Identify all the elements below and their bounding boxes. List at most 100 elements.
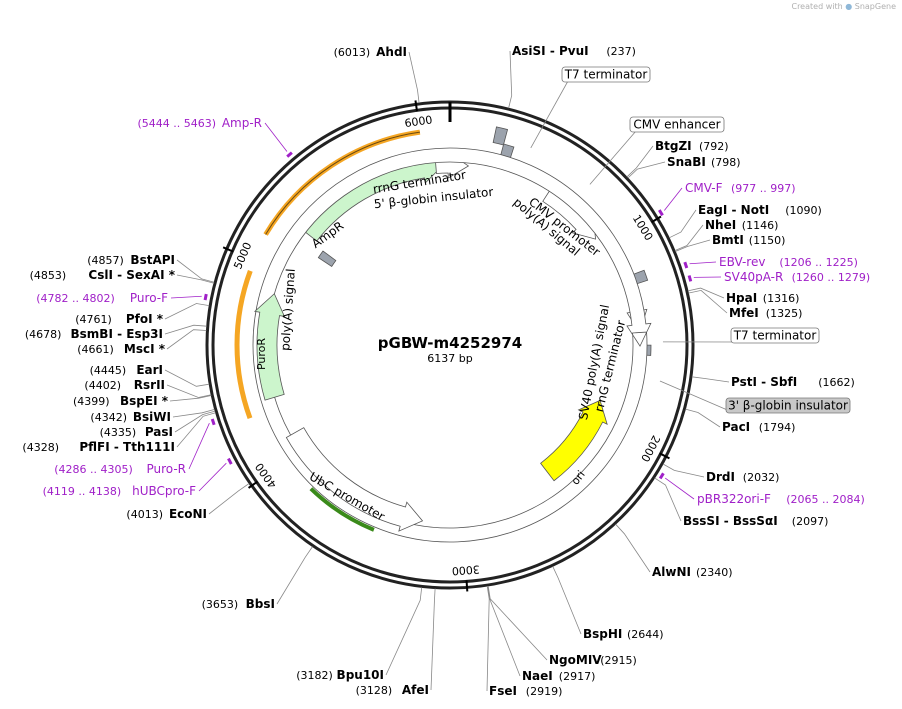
- restriction-site[interactable]: MfeI (1325): [729, 306, 802, 320]
- feature-box-label[interactable]: 3' β-globin insulator: [725, 397, 851, 414]
- restriction-site[interactable]: SnaBI(798): [667, 155, 741, 169]
- site-leader-line: [208, 483, 250, 515]
- site-leader-line: [172, 409, 215, 418]
- site-leader-line: [688, 289, 728, 314]
- restriction-site[interactable]: AlwNI(2340): [652, 565, 733, 579]
- restriction-site[interactable]: BtgZI(792): [655, 139, 729, 153]
- site-position: (2915): [600, 654, 637, 667]
- restriction-site[interactable]: PflFI - Tth111I(4328): [22, 440, 175, 454]
- restriction-site[interactable]: AsiSI - PvuI(237): [512, 44, 636, 58]
- site-leader-line: [687, 287, 725, 299]
- restriction-site[interactable]: BstAPI(4857): [87, 253, 175, 267]
- label-box: [629, 116, 725, 133]
- site-leader-line: [487, 585, 548, 661]
- ubc-promoter-band: [285, 427, 424, 532]
- restriction-site[interactable]: EagI - NotI(1090): [698, 203, 822, 217]
- restriction-site[interactable]: RsrII(4402): [84, 378, 165, 392]
- primer-mark: [658, 209, 664, 217]
- primer[interactable]: Puro-R(4286 .. 4305): [54, 462, 186, 476]
- restriction-site[interactable]: BsiWI(4342): [90, 410, 171, 424]
- site-name: BmtI: [712, 233, 744, 247]
- primer[interactable]: pBR322ori-F(2065 .. 2084): [697, 492, 865, 506]
- feature-box-label[interactable]: T7 terminator: [561, 66, 651, 83]
- restriction-site[interactable]: EarI(4445): [90, 363, 163, 377]
- site-leader-line: [166, 329, 207, 350]
- tick-label: 1000: [630, 212, 656, 243]
- restriction-site[interactable]: NgoMIV(2915): [549, 653, 637, 667]
- site-name: Bpu10I: [337, 668, 384, 682]
- site-name: AfeI: [402, 683, 429, 697]
- site-leader-line: [169, 395, 212, 402]
- primer-mark: [286, 151, 293, 158]
- site-position: (1325): [766, 307, 803, 320]
- restriction-site[interactable]: NheI(1146): [705, 218, 778, 232]
- snapgene-logo-icon: ●: [845, 2, 853, 11]
- restriction-site[interactable]: PfoI *(4761): [75, 312, 163, 326]
- site-leader-line: [486, 586, 490, 692]
- tick-mark: [651, 215, 662, 224]
- site-position: (4335): [100, 426, 137, 439]
- feature-box-label[interactable]: T7 terminator: [730, 327, 820, 344]
- restriction-site[interactable]: BspEI *(4399): [73, 394, 169, 408]
- restriction-site[interactable]: MscI *(4661): [77, 342, 165, 356]
- snapgene-credit: Created with ● SnapGene: [791, 2, 896, 11]
- primer-range: (977 .. 997): [731, 182, 796, 195]
- primer-leader: [664, 187, 683, 211]
- gray-box-1: [492, 126, 509, 146]
- restriction-site[interactable]: BmtI(1150): [712, 233, 785, 247]
- primer-name: SV40pA-R: [724, 270, 783, 284]
- restriction-site[interactable]: EcoNI(4013): [126, 507, 207, 521]
- restriction-site[interactable]: BssSI - BssSαI(2097): [683, 514, 828, 528]
- feature-label: poly(A) signal: [278, 268, 298, 351]
- site-name: BsiWI: [133, 410, 171, 424]
- restriction-site[interactable]: Bpu10I(3182): [296, 668, 384, 682]
- site-leader-line: [675, 239, 711, 252]
- primer[interactable]: hUBCpro-F(4119 .. 4138): [43, 484, 196, 498]
- feature-shapes: [234, 126, 652, 543]
- restriction-site[interactable]: PacI(1794): [722, 420, 795, 434]
- restriction-site[interactable]: HpaI(1316): [726, 291, 799, 305]
- primer[interactable]: CMV-F(977 .. 997): [685, 181, 796, 195]
- tick-mark: [659, 452, 670, 460]
- site-name: AsiSI - PvuI: [512, 44, 589, 58]
- primer-name: Amp-R: [222, 116, 262, 130]
- site-position: (4853): [30, 269, 67, 282]
- restriction-site[interactable]: NaeI(2917): [522, 669, 595, 683]
- primer[interactable]: SV40pA-R(1260 .. 1279): [724, 270, 870, 284]
- site-leader-line: [669, 209, 697, 239]
- site-name: FseI: [489, 684, 517, 698]
- site-position: (2644): [627, 628, 664, 641]
- primer[interactable]: EBV-rev(1206 .. 1225): [719, 255, 858, 269]
- primer-leader: [188, 422, 210, 470]
- restriction-site[interactable]: FseI(2919): [489, 684, 562, 698]
- site-name: EcoNI: [169, 507, 207, 521]
- restriction-site[interactable]: AhdI(6013): [334, 45, 407, 59]
- site-leader-line: [385, 587, 423, 676]
- site-name: MfeI: [729, 306, 759, 320]
- site-name: PflFI - Tth111I: [79, 440, 175, 454]
- restriction-site[interactable]: BsmBI - Esp3I(4678): [25, 327, 163, 341]
- site-position: (2032): [743, 471, 780, 484]
- primer-range: (4119 .. 4138): [43, 485, 122, 498]
- primer[interactable]: Amp-R(5444 .. 5463): [137, 116, 262, 130]
- ori-band: [540, 399, 608, 482]
- site-name: AlwNI: [652, 565, 691, 579]
- feature-box-label[interactable]: CMV enhancer: [629, 116, 725, 133]
- site-leader-line: [662, 463, 705, 478]
- site-position: (2917): [559, 670, 596, 683]
- restriction-site[interactable]: BspHI(2644): [583, 627, 664, 641]
- restriction-site[interactable]: PstI - SbfI(1662): [731, 375, 855, 389]
- tick-mark: [222, 246, 234, 253]
- site-leader-line: [430, 588, 436, 691]
- restriction-site[interactable]: PasI(4335): [100, 425, 173, 439]
- feature-label: PuroR: [255, 338, 268, 370]
- primer-name: Puro-R: [146, 462, 186, 476]
- box-leader: [530, 80, 569, 149]
- site-name: PacI: [722, 420, 750, 434]
- box-label-text: 3' β-globin insulator: [728, 399, 848, 413]
- restriction-site[interactable]: CslI - SexAI *(4853): [30, 268, 176, 282]
- restriction-site[interactable]: BbsI(3653): [202, 597, 275, 611]
- restriction-site[interactable]: DrdI(2032): [706, 470, 779, 484]
- primer[interactable]: Puro-F(4782 .. 4802): [36, 291, 168, 305]
- restriction-site[interactable]: AfeI(3128): [356, 683, 429, 697]
